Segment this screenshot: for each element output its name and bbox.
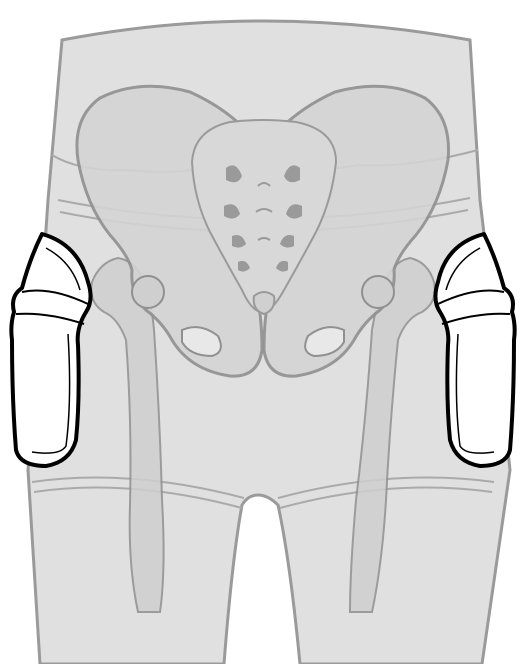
- left-pad-outline: [11, 234, 90, 466]
- left-femoral-head: [132, 276, 164, 308]
- left-hip-pad: [11, 234, 90, 466]
- right-femoral-head: [362, 276, 394, 308]
- right-pad-outline: [435, 234, 514, 466]
- right-hip-pad: [435, 234, 514, 466]
- coccyx: [254, 292, 275, 314]
